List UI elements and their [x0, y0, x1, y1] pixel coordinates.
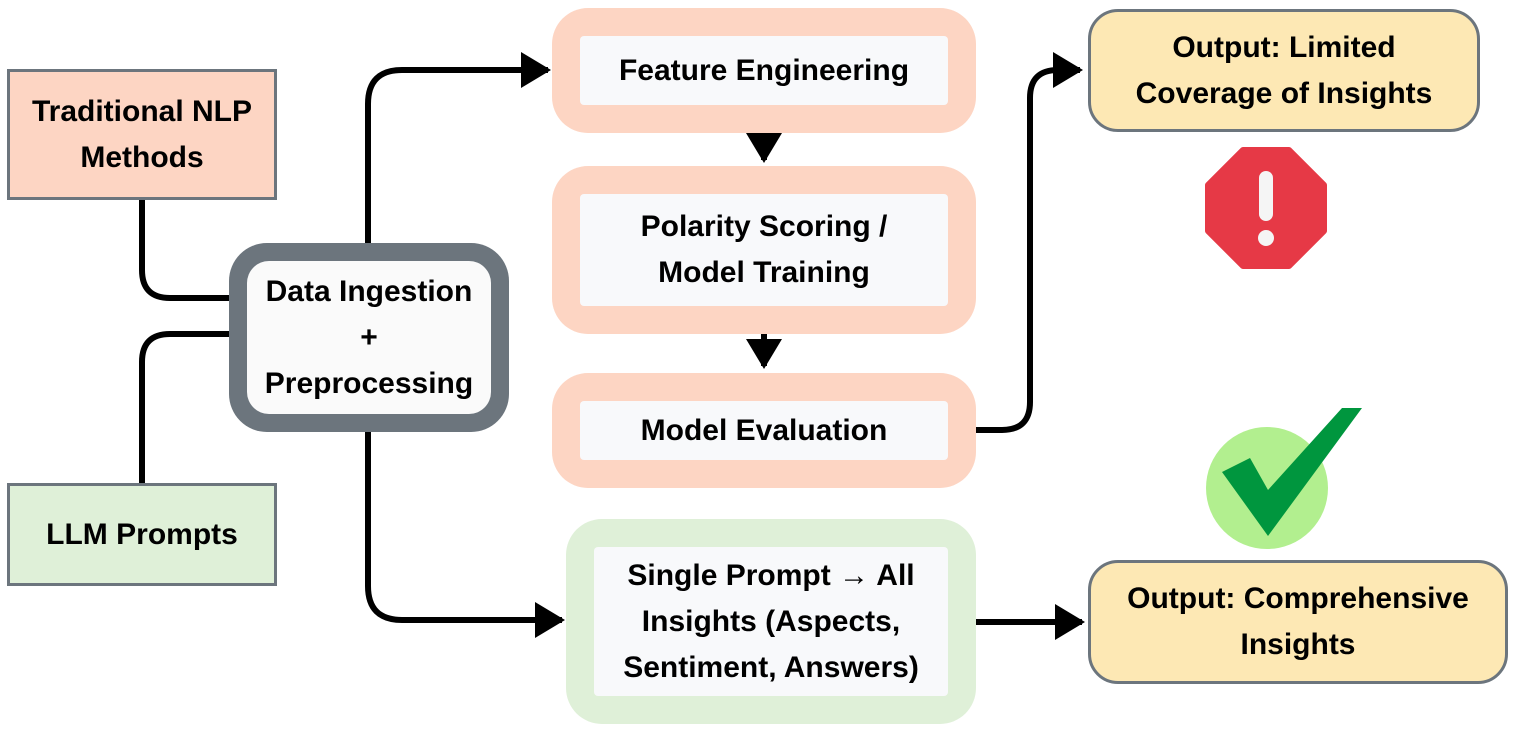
comprehensive-output-label: Output: Comprehensive Insights — [1127, 582, 1469, 661]
checkmark-icon — [1206, 408, 1362, 549]
single-prompt-inner: Single Prompt → All Insights (Aspects, S… — [594, 547, 948, 696]
llm-prompts-label: LLM Prompts — [46, 517, 238, 551]
model-evaluation-stage: Model Evaluation — [552, 373, 976, 488]
connector-evaluation-to-limited-output — [976, 52, 1083, 433]
connector-ingestion-to-llm-stage — [365, 432, 565, 638]
data-ingestion-box: Data Ingestion + Preprocessing — [229, 243, 509, 432]
polarity-scoring-stage: Polarity Scoring / Model Training — [552, 166, 976, 334]
connector-traditional-to-ingestion — [139, 200, 232, 301]
llm-prompts-box: LLM Prompts — [7, 483, 277, 586]
exclamation-stop-icon — [1205, 147, 1327, 269]
feature-engineering-label: Feature Engineering — [618, 53, 910, 87]
single-prompt-label: Single Prompt → All Insights (Aspects, S… — [623, 558, 919, 684]
model-evaluation-label: Model Evaluation — [640, 413, 888, 447]
traditional-nlp-methods-box: Traditional NLP Methods — [7, 69, 277, 200]
connector-llm-to-ingestion — [139, 331, 232, 483]
traditional-nlp-methods-label: Traditional NLP Methods — [31, 94, 253, 174]
connector-ingestion-to-feature-engineering — [365, 52, 551, 243]
data-ingestion-label: Data Ingestion + Preprocessing — [264, 274, 474, 400]
limited-output-label: Output: Limited Coverage of Insights — [1135, 30, 1433, 110]
polarity-scoring-inner: Polarity Scoring / Model Training — [580, 194, 948, 306]
comprehensive-output-box: Output: Comprehensive Insights — [1088, 560, 1508, 684]
model-evaluation-inner: Model Evaluation — [580, 401, 948, 460]
feature-engineering-stage: Feature Engineering — [552, 8, 976, 133]
single-prompt-stage: Single Prompt → All Insights (Aspects, S… — [566, 519, 976, 724]
feature-engineering-inner: Feature Engineering — [580, 36, 948, 105]
polarity-scoring-label: Polarity Scoring / Model Training — [640, 210, 888, 289]
data-ingestion-inner: Data Ingestion + Preprocessing — [247, 261, 491, 414]
limited-output-box: Output: Limited Coverage of Insights — [1088, 9, 1480, 132]
